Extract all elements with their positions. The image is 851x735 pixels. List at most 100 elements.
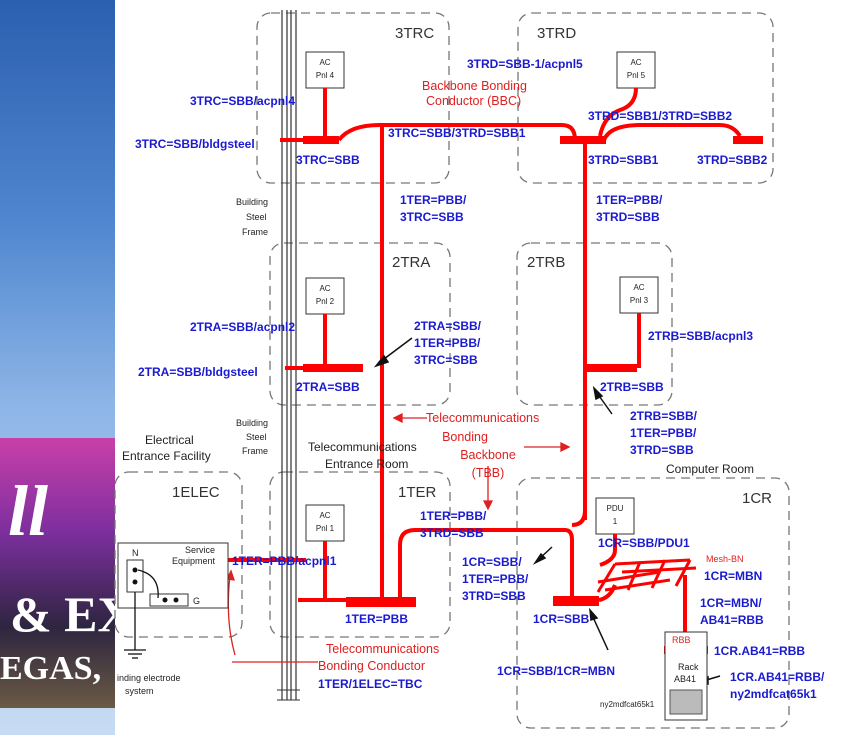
label-2tra-sbb: 2TRA=SBB	[296, 380, 360, 394]
ac-panel-5-line2: Pnl 5	[627, 71, 646, 80]
room-name-3trd: 3TRD	[537, 25, 576, 42]
ac-panel-2-line1: AC	[319, 284, 330, 293]
ground-bar	[149, 593, 189, 607]
busbar-2tra	[303, 364, 363, 372]
rack-equipment	[669, 689, 703, 715]
room-3trc	[256, 12, 450, 184]
room-name-3trc: 3TRC	[395, 25, 434, 42]
red-annotation-arrows	[226, 412, 571, 663]
label-2tra-ac: 2TRA=SBB/acpnl2	[190, 320, 295, 334]
ac-panel-3	[619, 276, 659, 314]
ac-panel-1-line1: AC	[319, 511, 330, 520]
elec-facility-1: Electrical	[145, 433, 194, 447]
steel-top-2: Steel	[246, 212, 267, 222]
label-3trd-sbb1: 3TRD=SBB1	[588, 153, 659, 167]
ac-panel-2-line2: Pnl 2	[316, 297, 335, 306]
label-2trb-multi-1: 2TRB=SBB/	[630, 409, 698, 423]
room-name-1cr: 1CR	[742, 490, 772, 507]
banner-fragment-1: ll	[8, 471, 49, 551]
rbb-label: RBB	[672, 635, 691, 645]
label-2trb-sbb: 2TRB=SBB	[600, 380, 664, 394]
rack-label-2: AB41	[674, 674, 696, 684]
busbar-3trc	[303, 136, 339, 144]
label-1cr-ab41: 1CR.AB41=RBB	[714, 644, 805, 658]
label-1cr-multi-1: 1CR=SBB/	[462, 555, 522, 569]
label-3trc-3trd: 3TRC=SBB/3TRD=SBB1	[388, 126, 526, 140]
service-label-1: Service	[185, 545, 215, 555]
ac-panel-4-line2: Pnl 4	[316, 71, 335, 80]
busbar-3trd-2	[733, 136, 763, 144]
room-3trd	[517, 12, 774, 184]
label-2tra-steel: 2TRA=SBB/bldgsteel	[138, 365, 258, 379]
ter-room-2: Entrance Room	[325, 457, 408, 471]
room-1cr	[516, 477, 790, 729]
room-name-1ter: 1TER	[398, 484, 437, 501]
steel-top-3: Frame	[242, 227, 268, 237]
label-2tra-multi-1: 2TRA=SBB/	[414, 319, 482, 333]
label-1ter-ac: 1TER=PBB/acpnl1	[232, 554, 337, 568]
ac-panel-5-line1: AC	[630, 58, 641, 67]
steel-bot-1: Building	[236, 418, 268, 428]
tbc-label-1: Telecommunications	[326, 642, 439, 656]
steel-top-1: Building	[236, 197, 268, 207]
label-1cr-ab41-2a: 1CR.AB41=RBB/	[730, 670, 825, 684]
label-1ter-3trd-2: 3TRD=SBB	[596, 210, 660, 224]
banner-fragment-3: EGAS,	[0, 650, 102, 687]
ac-panel-3-line2: Pnl 3	[630, 296, 649, 305]
service-label-2: Equipment	[172, 556, 216, 566]
label-1cr-mbn-ab-1: 1CR=MBN/	[700, 596, 762, 610]
room-name-1elec: 1ELEC	[172, 484, 220, 501]
label-3trc-steel: 3TRC=SBB/bldgsteel	[135, 137, 255, 151]
bbc-label-2: Conductor (BBC)	[426, 94, 521, 108]
label-3trd-ac: 3TRD=SBB-1/acpnl5	[467, 57, 583, 71]
tbb-label-2: Bonding	[442, 430, 488, 444]
tbb-label-1: Telecommunications	[426, 411, 539, 425]
rack-label-1: Rack	[678, 662, 699, 672]
busbar-1ter-pbb	[346, 597, 416, 607]
label-1cr-mbn-ab-2: AB41=RBB	[700, 613, 764, 627]
busbar-1cr	[553, 596, 599, 606]
label-1ter-3trd-1: 1TER=PBB/	[596, 193, 663, 207]
label-1cr-mbn: 1CR=MBN	[704, 569, 762, 583]
computer-room: Computer Room	[666, 462, 754, 476]
label-2trb-multi-2: 1TER=PBB/	[630, 426, 697, 440]
tbb-label-3: Backbone	[460, 448, 516, 462]
mesh-bn	[596, 558, 697, 593]
ac-panel-3-line1: AC	[633, 283, 644, 292]
ground-label: G	[193, 596, 200, 606]
pdu-1-line1: PDU	[607, 504, 624, 513]
label-2trb-multi-3: 3TRD=SBB	[630, 443, 694, 457]
label-3trc-ac: 3TRC=SBB/acpnl4	[190, 94, 295, 108]
room-2tra	[269, 242, 451, 406]
label-1cr-multi-2: 1TER=PBB/	[462, 572, 529, 586]
label-1ter-pbb: 1TER=PBB	[345, 612, 408, 626]
grounding-electrode-2: system	[125, 686, 154, 696]
label-1cr-pdu: 1CR=SBB/PDU1	[598, 536, 690, 550]
rack-device-label: ny2mdfcat65k1	[600, 700, 655, 709]
busbar-3trd-1	[560, 136, 606, 144]
label-1cr-sbb: 1CR=SBB	[533, 612, 590, 626]
room-1elec	[114, 471, 243, 638]
grounding-electrode-1: inding electrode	[117, 673, 181, 683]
label-2tra-multi-2: 1TER=PBB/	[414, 336, 481, 350]
pdu-1-line2: 1	[613, 517, 618, 526]
background-banner	[0, 438, 115, 708]
room-1ter	[269, 471, 451, 638]
mesh-label: Mesh-BN	[706, 554, 744, 564]
room-name-2tra: 2TRA	[392, 254, 430, 271]
label-1ter-cr-1: 1TER=PBB/	[420, 509, 487, 523]
label-3trd-sbb12: 3TRD=SBB1/3TRD=SBB2	[588, 109, 732, 123]
ac-panel-1	[305, 504, 345, 542]
ac-panel-4	[305, 51, 345, 89]
ac-panel-1-line2: Pnl 1	[316, 524, 335, 533]
room-name-2trb: 2TRB	[527, 254, 565, 271]
neutral-label: N	[132, 548, 139, 558]
tbc-label-2: Bonding Conductor	[318, 659, 425, 673]
banner-fragment-2: & EX	[10, 586, 134, 642]
label-1cr-ab41-2b: ny2mdfcat65k1	[730, 687, 817, 701]
neutral-bar	[126, 559, 144, 593]
label-2tra-multi-3: 3TRC=SBB	[414, 353, 478, 367]
label-1cr-sbb-mbn: 1CR=SBB/1CR=MBN	[497, 664, 615, 678]
ac-panel-4-line1: AC	[319, 58, 330, 67]
